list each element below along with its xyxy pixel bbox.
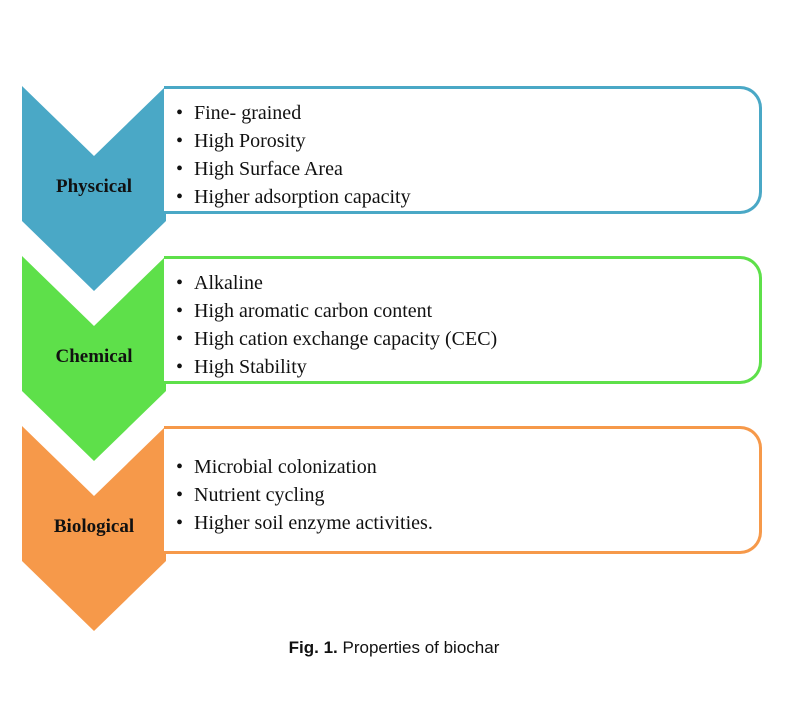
list-item: •Alkaline <box>176 272 263 294</box>
properties-box-biological: •Microbial colonization •Nutrient cyclin… <box>164 426 762 554</box>
list-item: •High Stability <box>176 356 307 378</box>
list-item: •High Porosity <box>176 130 306 152</box>
category-label-physical: Physcical <box>56 176 132 197</box>
properties-box-physical: •Fine- grained •High Porosity •High Surf… <box>164 86 762 214</box>
list-item: •Higher soil enzyme activities. <box>176 512 433 534</box>
chevron-physical <box>22 86 166 291</box>
list-item: •High cation exchange capacity (CEC) <box>176 328 498 350</box>
list-item: •Microbial colonization <box>176 456 377 478</box>
list-item: •Fine- grained <box>176 102 302 124</box>
figure-caption: Fig. 1. Properties of biochar <box>0 638 788 658</box>
properties-box-chemical: •Alkaline •High aromatic carbon content … <box>164 256 762 384</box>
list-item: •High aromatic carbon content <box>176 300 433 322</box>
chevron-chemical <box>22 256 166 461</box>
caption-text: Properties of biochar <box>337 638 500 657</box>
list-item: •Higher adsorption capacity <box>176 186 411 208</box>
chevron-biological <box>22 426 166 631</box>
category-label-chemical: Chemical <box>55 346 133 367</box>
category-label-biological: Biological <box>53 516 135 537</box>
list-item: •High Surface Area <box>176 158 343 180</box>
list-item: •Nutrient cycling <box>176 484 325 506</box>
caption-prefix: Fig. 1. <box>288 638 338 657</box>
